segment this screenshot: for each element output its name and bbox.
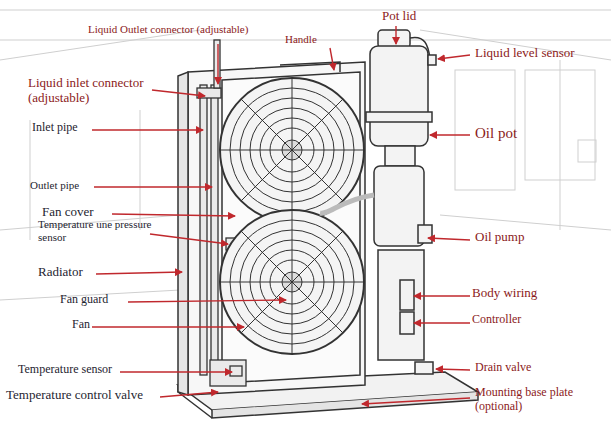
fans [220,78,364,354]
part-label: Oil pump [475,230,555,245]
part-label: Oil pot [475,125,555,142]
part-label: Temperature une pressure sensor [38,218,156,243]
leader-lines [92,26,470,404]
part-label: Fan [72,318,112,332]
part-label: Controller [472,313,572,327]
part-label: Drain valve [475,361,575,375]
part-label: Radiator [38,265,108,280]
part-label: Mounting base plate (optional) [475,386,609,414]
part-label: Temperature sensor [18,363,138,377]
part-label: Handle [285,33,345,46]
radiator [178,62,365,395]
part-label: Fan cover [42,205,122,220]
part-label: Fan guard [60,293,140,307]
part-label: Liquid level sensor [475,46,611,61]
part-label: Liquid Outlet connector (adjustable) [88,23,288,36]
part-label: Outlet pipe [30,179,100,192]
part-label: Inlet pipe [32,121,102,135]
part-label: Temperature control valve [6,388,166,403]
part-label: Pot lid [382,9,442,24]
pipes [197,40,246,386]
part-label: Body wiring [472,286,572,301]
part-label: Liquid inlet connector (adjustable) [28,76,156,106]
